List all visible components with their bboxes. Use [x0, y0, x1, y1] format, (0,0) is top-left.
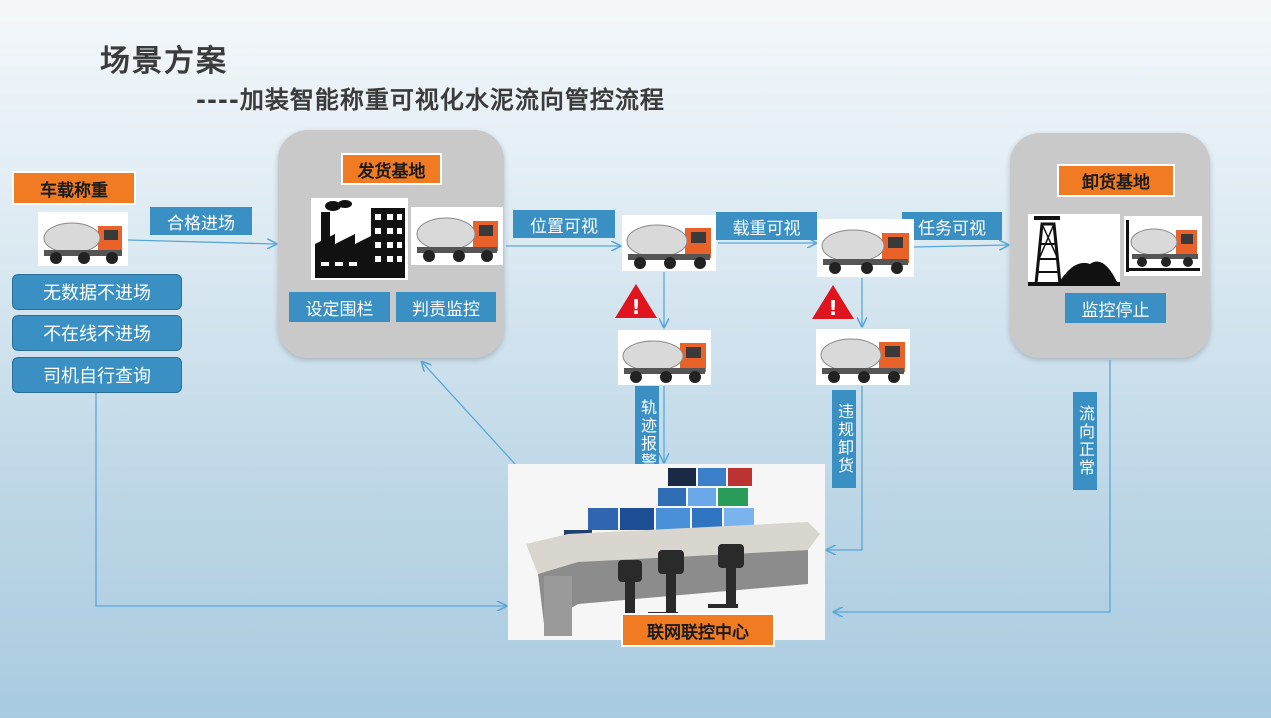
- position-visible-label: 位置可视: [513, 210, 615, 238]
- warning-icon: !: [810, 283, 856, 321]
- mixer-truck-icon: [1124, 216, 1202, 276]
- control-center-tag: 联网联控中心: [621, 613, 775, 647]
- arrow-illegal-unload: [827, 386, 863, 550]
- control-room-icon: [508, 464, 825, 640]
- mixer-truck-icon: [38, 212, 128, 266]
- mine-headframe-icon: [1028, 214, 1120, 286]
- vehicle-weighing-tag: 车载称重: [12, 171, 136, 205]
- task-visible-label: 任务可视: [902, 212, 1002, 240]
- warning-mark: !: [828, 296, 837, 320]
- dispatch-base-tag: 发货基地: [341, 153, 442, 185]
- unload-base-tag: 卸货基地: [1057, 164, 1175, 197]
- qualified-entry-label: 合格进场: [150, 207, 252, 235]
- arrow-flow-normal: [834, 360, 1111, 612]
- page-title: 场景方案: [100, 44, 228, 79]
- arrow-to-dispatch: [127, 240, 276, 244]
- factory-icon: [311, 198, 408, 280]
- arrow-driver-query: [95, 390, 506, 606]
- rule-no-data[interactable]: 无数据不进场: [12, 274, 182, 310]
- rule-driver-query[interactable]: 司机自行查询: [12, 357, 182, 393]
- monitor-stop-button[interactable]: 监控停止: [1065, 293, 1166, 323]
- illegal-unload-label: 违规卸货: [832, 390, 856, 488]
- mixer-truck-icon: [816, 329, 910, 385]
- load-visible-label: 载重可视: [716, 212, 817, 240]
- flow-normal-label: 流向正常: [1073, 392, 1097, 490]
- warning-icon: !: [613, 282, 659, 320]
- liability-monitor-button[interactable]: 判责监控: [396, 292, 496, 322]
- rule-offline[interactable]: 不在线不进场: [12, 315, 182, 351]
- mixer-truck-icon: [411, 207, 503, 265]
- warning-mark: !: [631, 295, 640, 319]
- page-subtitle: ----加装智能称重可视化水泥流向管控流程: [196, 86, 665, 114]
- mixer-truck-icon: [817, 219, 914, 277]
- mixer-truck-icon: [622, 215, 716, 271]
- set-fence-button[interactable]: 设定围栏: [289, 292, 390, 322]
- arrow-to-unload: [913, 245, 1008, 247]
- mixer-truck-icon: [618, 330, 711, 385]
